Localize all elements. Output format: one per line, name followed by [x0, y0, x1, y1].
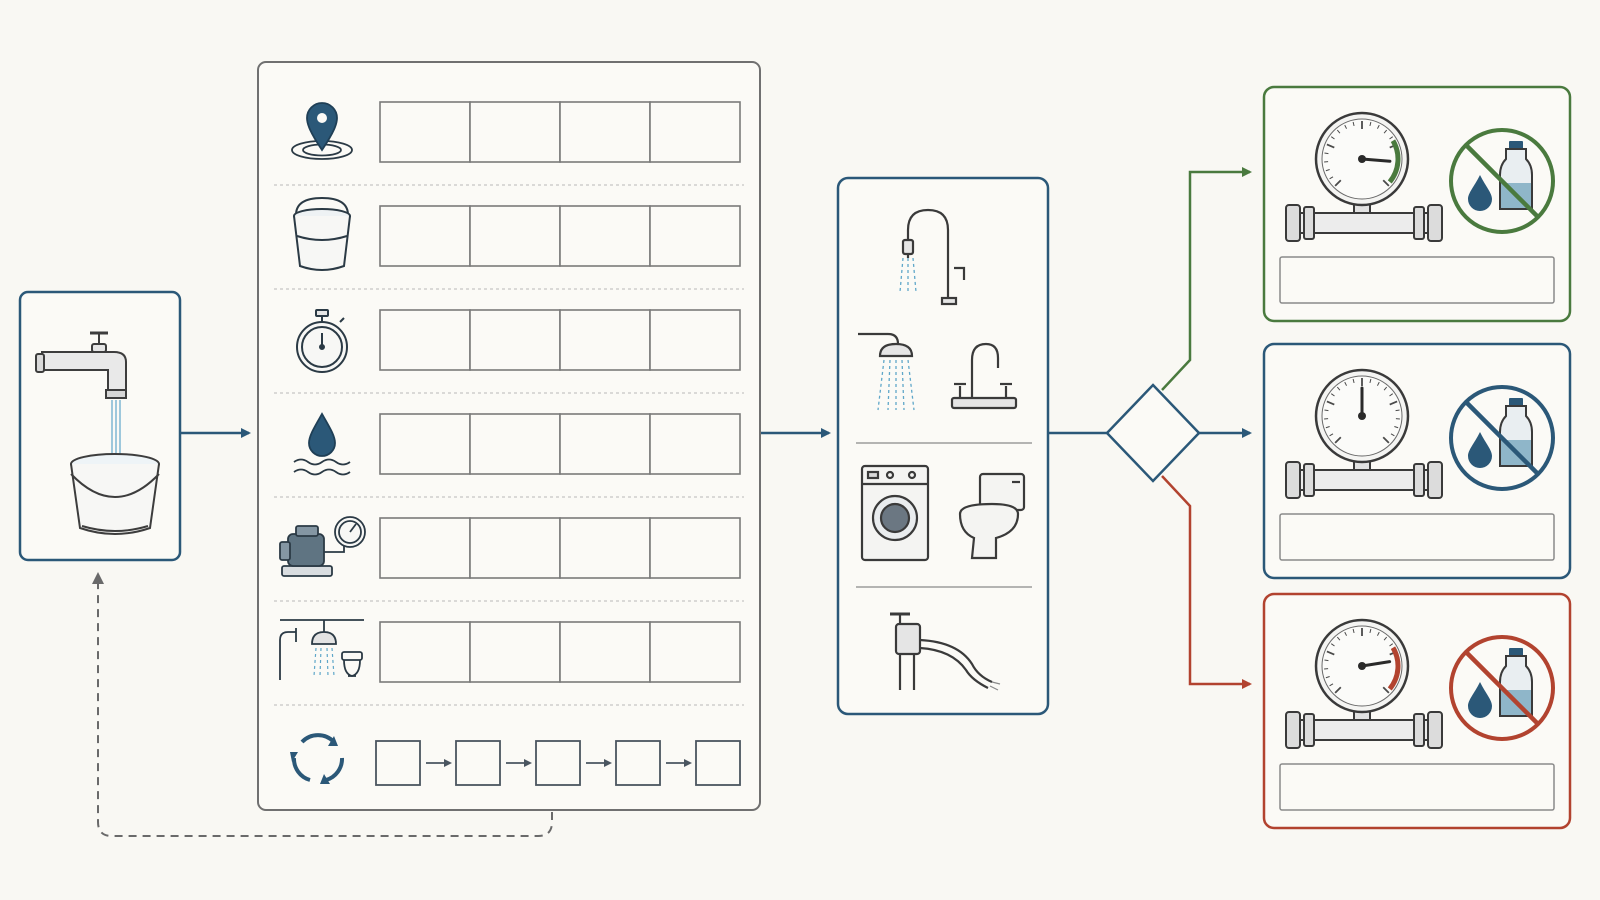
- measurement-cell[interactable]: [469, 205, 561, 267]
- measurement-cell[interactable]: [379, 101, 471, 163]
- cycle-step-box[interactable]: [455, 740, 501, 786]
- no-drinking-water-icon: [1449, 385, 1555, 491]
- measurement-row: [379, 101, 741, 163]
- connectors: [92, 167, 1252, 837]
- shower-head-icon: [858, 332, 915, 411]
- no-drinking-water-icon: [1449, 128, 1555, 234]
- washing-machine-icon: [860, 464, 930, 562]
- water-drop-icon: [293, 412, 351, 476]
- no-drinking-water-icon: [1449, 635, 1555, 741]
- decision-to-high-arrow: [1161, 167, 1252, 391]
- measurement-cell[interactable]: [649, 309, 741, 371]
- source-box: [18, 290, 182, 562]
- outcome-box-high: [1262, 85, 1572, 323]
- measurement-cell[interactable]: [379, 517, 471, 579]
- toilet-icon: [958, 472, 1026, 560]
- cycle-steps: [375, 740, 741, 786]
- feedback-loop-arrow: [92, 572, 553, 837]
- stopwatch-icon: [296, 309, 348, 373]
- cycle-arrows-icon: [290, 733, 344, 784]
- sink-faucet-icon: [950, 342, 1018, 410]
- measurement-cell[interactable]: [379, 413, 471, 475]
- measurement-cell[interactable]: [559, 309, 651, 371]
- measurement-cell[interactable]: [649, 205, 741, 267]
- faucet-filling-bucket-icon: [35, 331, 160, 535]
- cycle-step-box[interactable]: [375, 740, 421, 786]
- measurement-cell[interactable]: [469, 309, 561, 371]
- measurement-cell[interactable]: [469, 101, 561, 163]
- bucket-icon: [293, 196, 351, 271]
- outcome-label-box[interactable]: [1279, 513, 1555, 561]
- pressure-gauge-icon: [1285, 368, 1443, 499]
- outcome-box-low: [1262, 592, 1572, 830]
- cycle-step-box[interactable]: [695, 740, 741, 786]
- measurement-row: [379, 621, 741, 683]
- measurement-row: [379, 309, 741, 371]
- outcome-box-normal: [1262, 342, 1572, 580]
- measurement-cell[interactable]: [559, 101, 651, 163]
- cycle-step-box[interactable]: [535, 740, 581, 786]
- measurement-row: [379, 517, 741, 579]
- measurement-cell[interactable]: [559, 517, 651, 579]
- measurement-cell[interactable]: [559, 413, 651, 475]
- pump-pressure-gauge-icon: [279, 516, 366, 577]
- garden-hose-spigot-icon: [890, 612, 1001, 691]
- measurement-cell[interactable]: [469, 413, 561, 475]
- kitchen-faucet-icon: [899, 208, 966, 306]
- pressure-gauge-icon: [1285, 618, 1443, 749]
- decision-diamond: [1105, 383, 1201, 483]
- measurement-cell[interactable]: [379, 205, 471, 267]
- measurement-cell[interactable]: [649, 101, 741, 163]
- measurement-row: [379, 413, 741, 475]
- outcome-label-box[interactable]: [1279, 763, 1555, 811]
- household-fixtures-icon: [279, 619, 364, 680]
- decision-to-low-arrow: [1161, 475, 1252, 689]
- pressure-gauge-icon: [1285, 111, 1443, 242]
- fixtures-panel: [836, 176, 1050, 716]
- measurement-cell[interactable]: [649, 621, 741, 683]
- measurement-cell[interactable]: [559, 205, 651, 267]
- location-pin-icon: [291, 102, 353, 160]
- cycle-step-box[interactable]: [615, 740, 661, 786]
- measurement-row: [379, 205, 741, 267]
- outcome-label-box[interactable]: [1279, 256, 1555, 304]
- measurement-cell[interactable]: [469, 517, 561, 579]
- measurement-cell[interactable]: [469, 621, 561, 683]
- measurement-cell[interactable]: [559, 621, 651, 683]
- measurement-cell[interactable]: [379, 621, 471, 683]
- measurement-panel: [257, 61, 761, 811]
- measurement-cell[interactable]: [379, 309, 471, 371]
- measurement-cell[interactable]: [649, 413, 741, 475]
- measurement-cell[interactable]: [649, 517, 741, 579]
